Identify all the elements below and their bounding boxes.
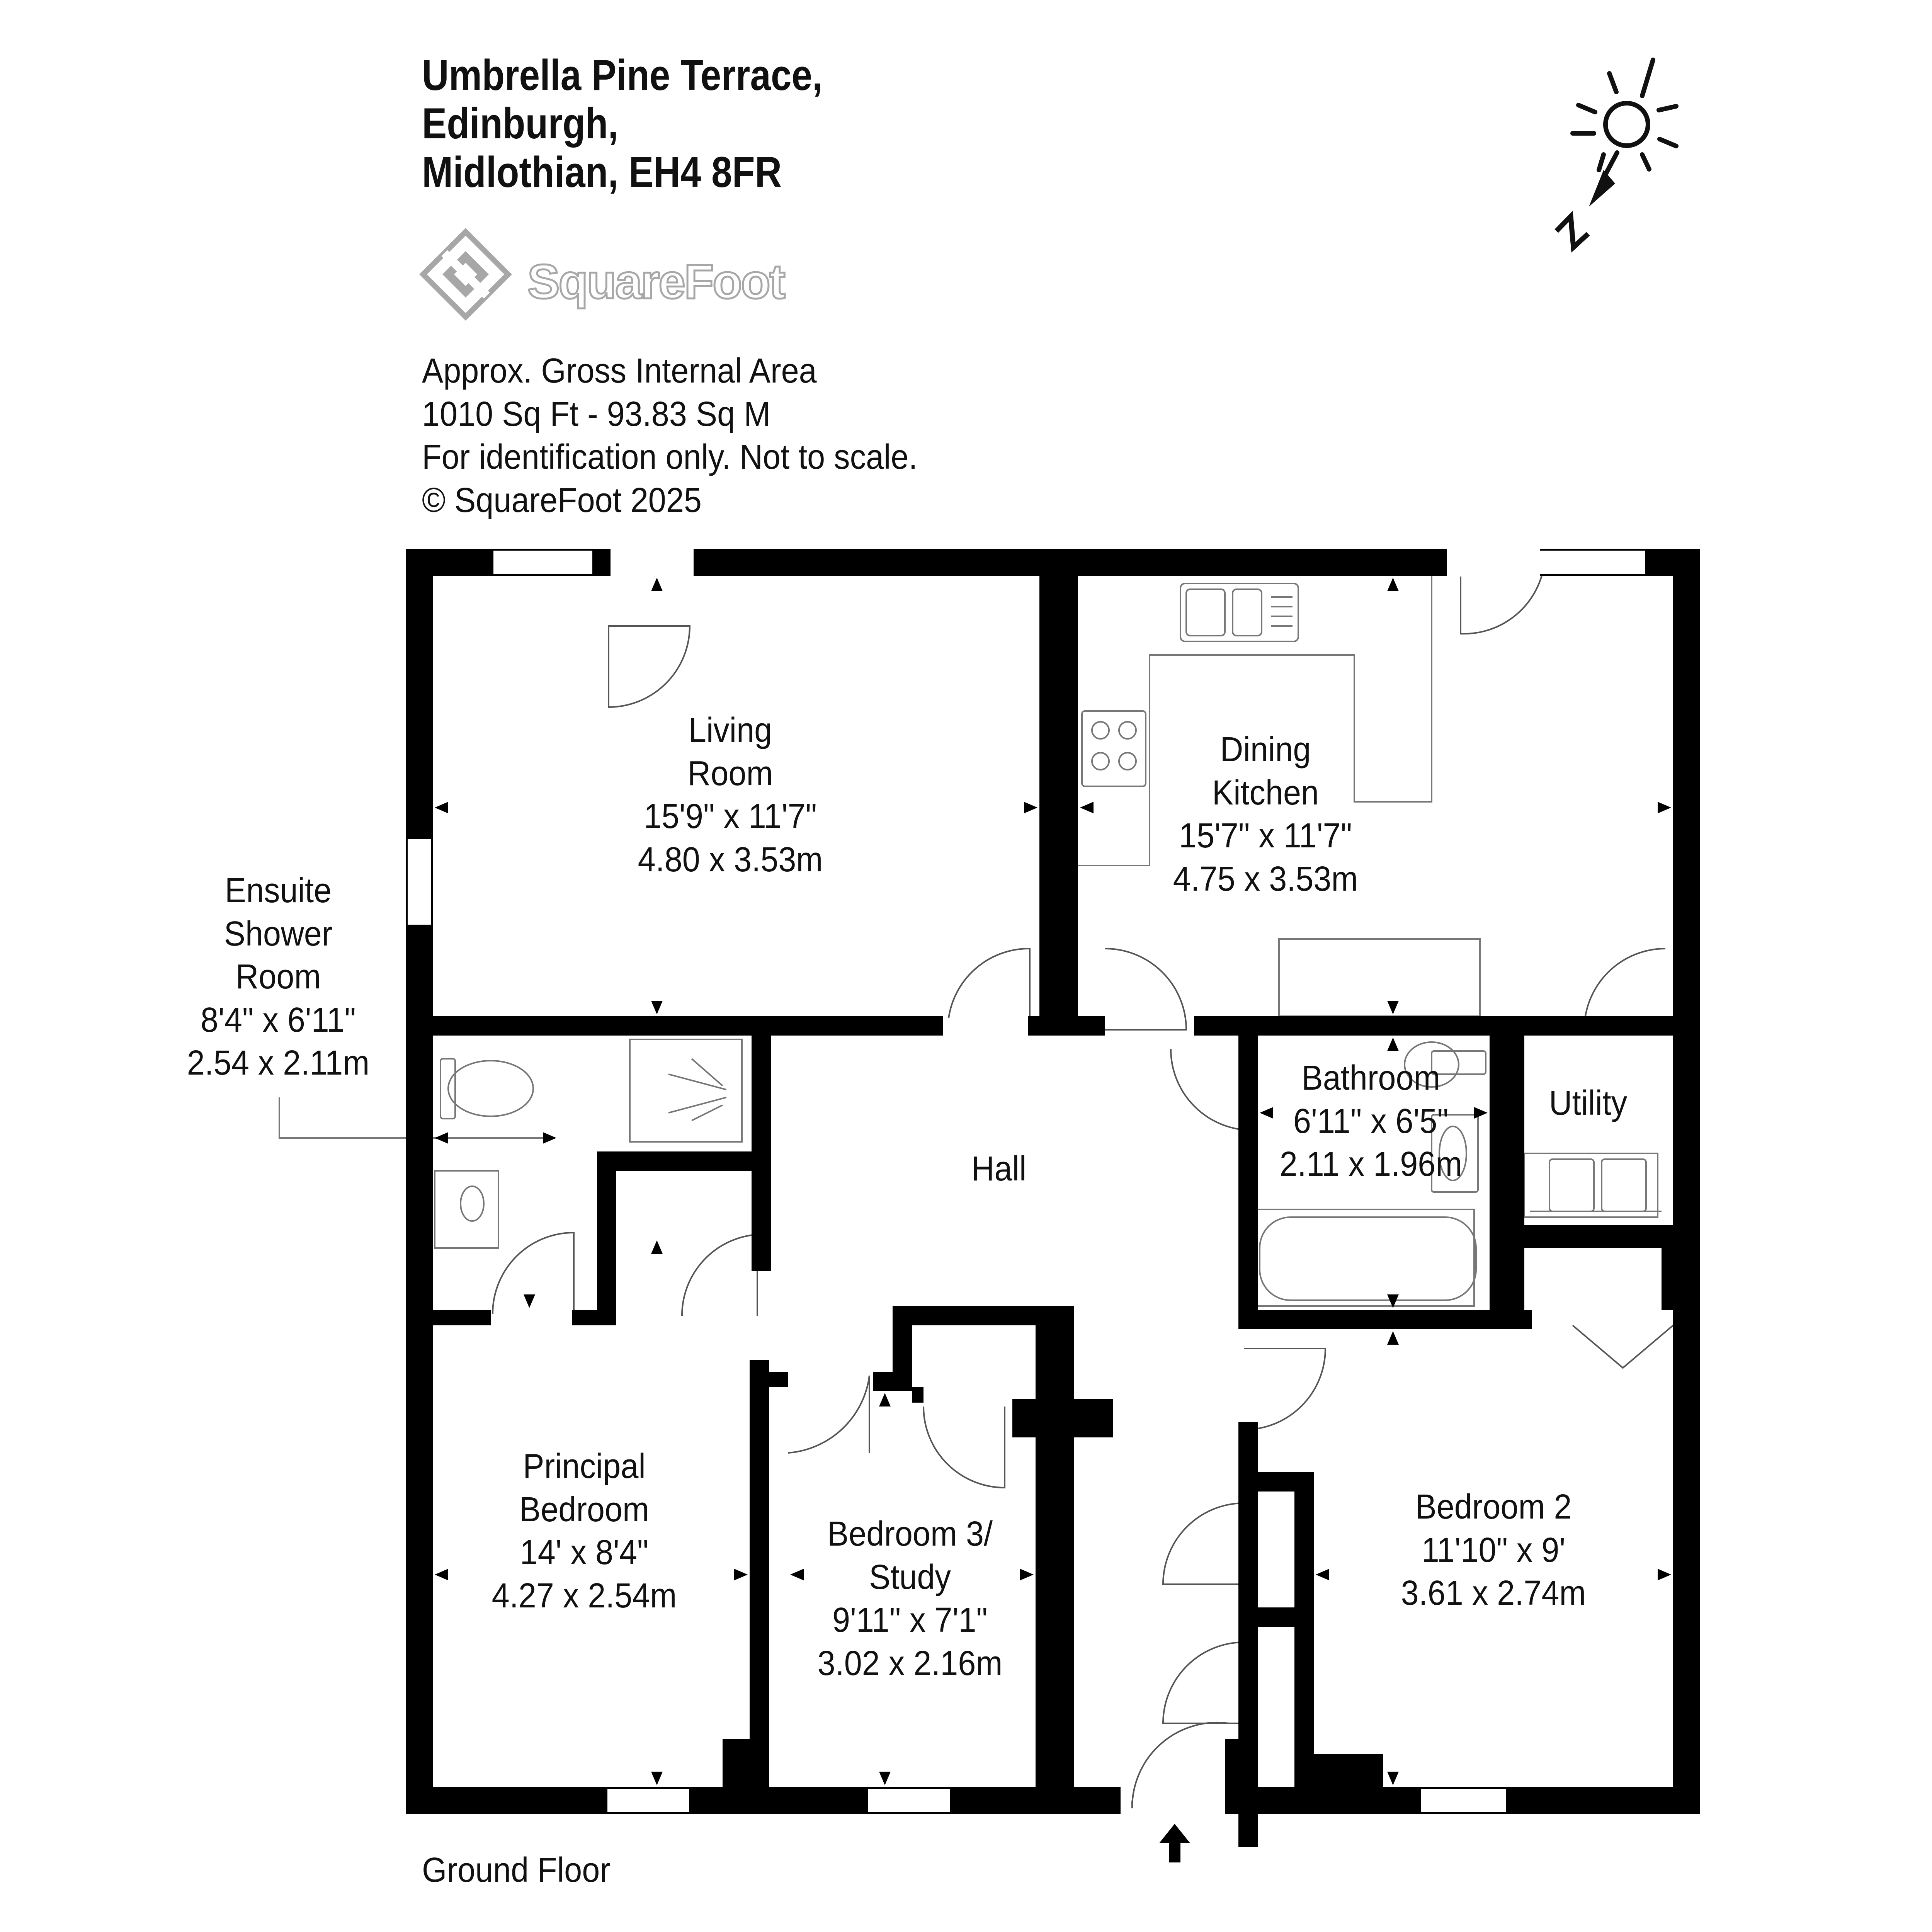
dimension-markers [435,578,1671,1785]
area-info-line-1: Approx. Gross Internal Area [422,352,817,390]
door-swings [492,575,1674,1809]
area-info-line-4: © SquareFoot 2025 [422,481,702,520]
area-info-line-3: For identification only. Not to scale. [422,438,918,477]
area-info: Approx. Gross Internal Area 1010 Sq Ft -… [422,350,917,522]
room-label-principal-bedroom: Principal Bedroom 14' x 8'4" 4.27 x 2.54… [492,1447,677,1615]
floor-label: Ground Floor [422,1851,611,1889]
area-info-line-2: 1010 Sq Ft - 93.83 Sq M [422,395,771,434]
squarefoot-logo-icon [419,228,512,321]
north-letter-icon [1554,211,1590,253]
walls [406,549,1700,1847]
room-label-kitchen: Dining Kitchen 15'7" x 11'7" 4.75 x 3.53… [1173,730,1358,898]
windows [406,549,1647,1814]
property-address: Umbrella Pine Terrace, Edinburgh, Midlot… [422,51,823,196]
room-label-hall: Hall [971,1150,1027,1188]
room-label-utility: Utility [1549,1084,1628,1122]
address-line-2: Edinburgh, [422,99,619,148]
room-label-bathroom: Bathroom 6'11" x 6'5" 2.11 x 1.96m [1279,1059,1463,1184]
room-label-ensuite: Ensuite Shower Room 8'4" x 6'11" 2.54 x … [187,871,370,1083]
north-arrow-icon [1589,170,1615,207]
entrance-arrow-icon [1159,1824,1190,1862]
address-line-3: Midlothian, EH4 8FR [422,148,782,196]
sun-compass-icon [1570,58,1679,184]
brand-name: SquareFoot [526,254,786,310]
address-line-1: Umbrella Pine Terrace, [422,51,823,99]
room-label-bedroom-3: Bedroom 3/ Study 9'11" x 7'1" 3.02 x 2.1… [817,1515,1003,1683]
room-label-living: Living Room 15'9" x 11'7" 4.80 x 3.53m [638,711,823,879]
fixtures [279,576,1662,1307]
room-label-bedroom-2: Bedroom 2 11'10" x 9' 3.61 x 2.74m [1401,1488,1586,1613]
